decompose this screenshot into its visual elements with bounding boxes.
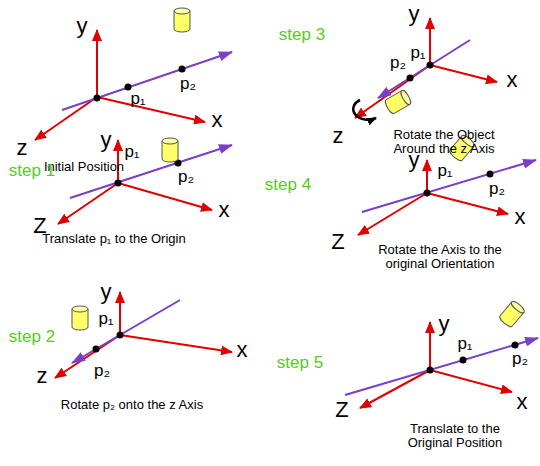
axis-label: x <box>515 205 526 229</box>
step-caption: Rotate p₂ onto the z Axis <box>32 398 232 412</box>
point-label: p₂ <box>512 350 528 369</box>
axis-label: x <box>517 390 528 414</box>
axis-label: y <box>409 2 420 26</box>
axis-label: Z <box>331 230 344 254</box>
panel-step-3 <box>353 18 497 120</box>
panel-step-1 <box>58 138 232 224</box>
point-label: p₂ <box>178 168 194 187</box>
panel-initial <box>35 8 232 140</box>
point-label: p₂ <box>180 75 196 94</box>
point-label: p₁ <box>410 44 425 63</box>
step-caption: Rotate the Axis to the original Orientat… <box>365 243 515 272</box>
step-label: step 2 <box>9 328 55 347</box>
axis-label: x <box>219 198 230 222</box>
step-label: step 4 <box>265 176 311 195</box>
step-label: step 3 <box>279 26 325 45</box>
axis-label: x <box>507 68 518 92</box>
axis-label: z <box>333 124 344 148</box>
axis-label: y <box>439 312 450 336</box>
axis-label: y <box>77 14 88 38</box>
point-label: p₁ <box>124 143 139 162</box>
point-label: p₁ <box>437 162 452 181</box>
axis-label: y <box>101 128 112 152</box>
point-label: p₁ <box>457 335 472 354</box>
axis-label: z <box>17 136 28 160</box>
panel-step-5 <box>345 300 538 408</box>
point-label: p₂ <box>390 54 406 73</box>
axis-label: y <box>101 280 112 304</box>
step-caption: Translate to the Original Position <box>395 422 515 451</box>
step-caption: Translate p₁ to the Origin <box>19 232 209 246</box>
step-label: step 5 <box>277 354 323 373</box>
axis-label: x <box>212 108 223 132</box>
axis-label: z <box>37 364 48 388</box>
point-label: p₁ <box>98 310 113 329</box>
axis-label: y <box>409 148 420 172</box>
axis-label: Z <box>335 398 348 422</box>
step-label: step 1 <box>9 162 55 181</box>
step-caption: Rotate the Object Around the z Axis <box>383 128 505 157</box>
axis-label: x <box>237 338 248 362</box>
panel-step-2 <box>55 292 232 378</box>
point-label: p₂ <box>94 362 110 381</box>
point-label: p₂ <box>489 180 505 199</box>
point-label: p₁ <box>130 90 145 109</box>
